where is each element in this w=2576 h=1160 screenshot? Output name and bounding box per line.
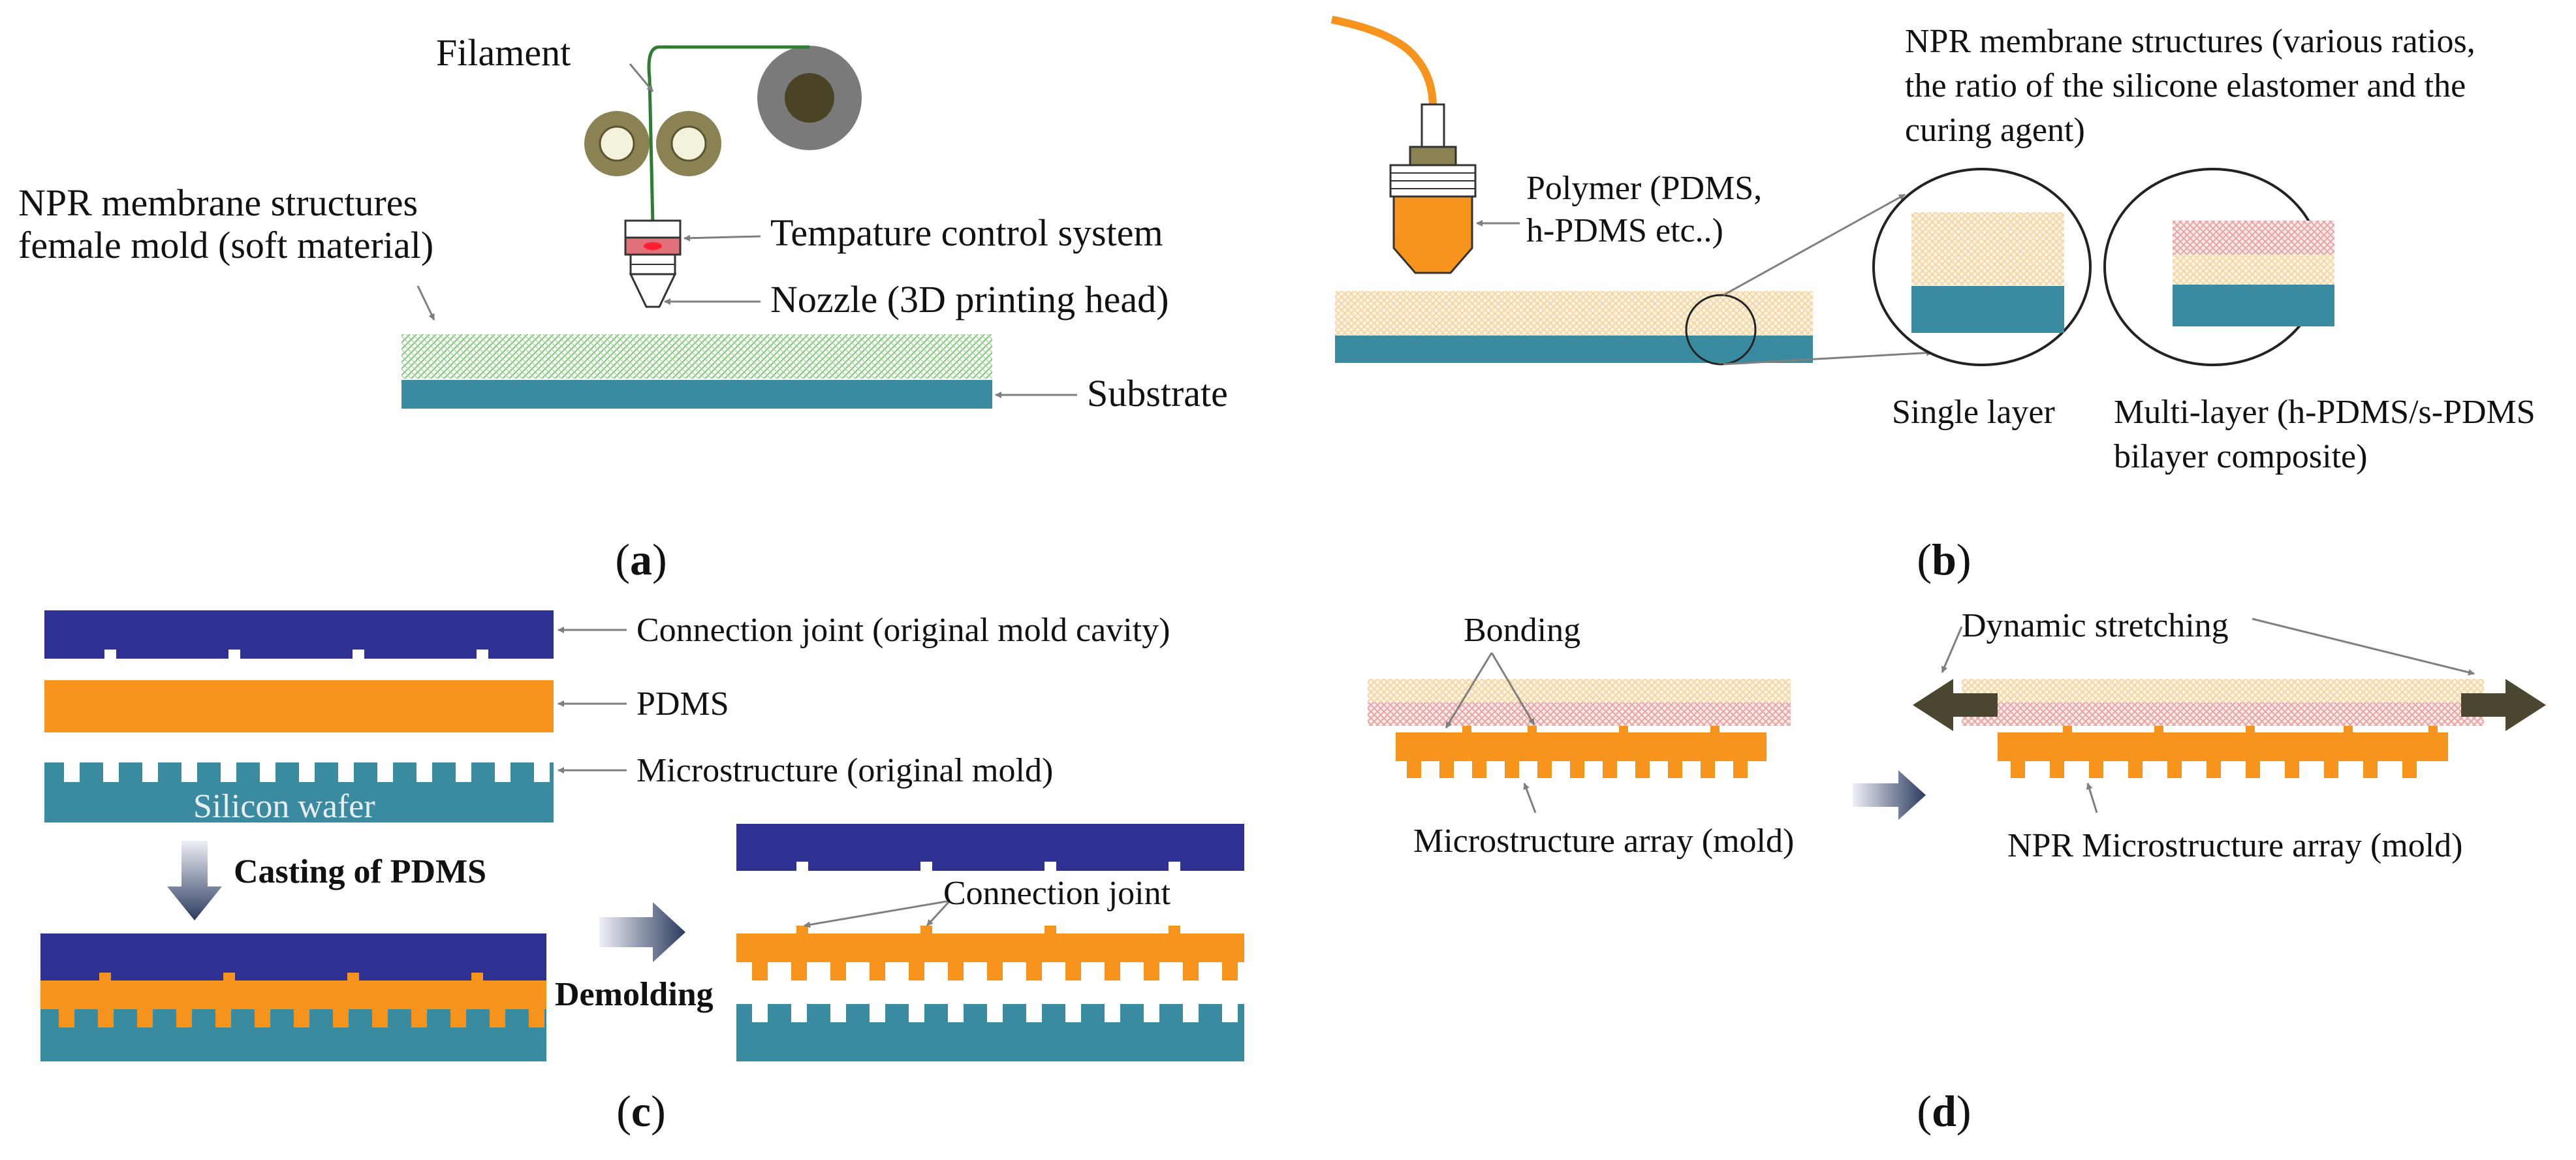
printhead-collar: [1409, 146, 1457, 166]
bonding-label: Bonding: [1464, 612, 1580, 649]
connection-joint-orig-label: Connection joint (original mold cavity): [636, 612, 1170, 649]
substrate-layer-b: [1335, 336, 1813, 363]
printhead-body: [1392, 195, 1473, 274]
npr-array-label: NPR Microstructure array (mold): [2007, 827, 2462, 864]
panel-a-label: (a): [615, 535, 667, 584]
demolding-arrow: [599, 902, 685, 962]
wafer-slots: [64, 762, 550, 782]
microstructure-orig-label: Microstructure (original mold): [636, 752, 1053, 789]
title-line1: NPR membrane structures (various ratios,: [1905, 23, 2475, 60]
spool-core: [785, 73, 834, 123]
zoom-circle: [1685, 294, 1757, 366]
substrate-layer: [401, 380, 992, 409]
stretched-beige-layer: [1962, 679, 2484, 702]
connection-joint-label: Connection joint: [943, 875, 1171, 912]
dynamic-stretching-label: Dynamic stretching: [1962, 607, 2229, 644]
microstructure-array-left: [1396, 732, 1767, 761]
multi-layer-line1: Multi-layer (h-PDMS/s-PDMS: [2114, 394, 2536, 431]
panel-a: Filament Tempature control system Nozzle…: [18, 31, 1228, 584]
mold-label-line2: female mold (soft material): [18, 224, 433, 266]
single-layer-label: Single layer: [1892, 394, 2055, 431]
panel-d-label: (d): [1917, 1086, 1971, 1136]
bonded-beige-layer: [1368, 679, 1791, 702]
panel-b-label: (b): [1917, 535, 1971, 584]
heater-block: [624, 219, 682, 239]
substrate-label: Substrate: [1087, 372, 1228, 415]
microstructure-array-label: Microstructure array (mold): [1413, 823, 1794, 860]
title-line2: the ratio of the silicone elastomer and …: [1905, 67, 2466, 104]
assembled-wafer: [40, 1009, 546, 1061]
casting-arrow: [167, 841, 222, 920]
bonded-pink-layer: [1368, 702, 1791, 726]
panel-b: Polymer (PDMS, h-PDMS etc..) NPR membran…: [1330, 16, 2536, 584]
transition-arrow: [1853, 770, 1926, 820]
demolded-pdms: [736, 933, 1244, 962]
microstructure-array-right: [1998, 732, 2448, 761]
feed-tube: [1330, 16, 1437, 108]
pdms-label: PDMS: [636, 685, 729, 723]
connection-joint-mold: [44, 610, 554, 659]
mold-label-line1: NPR membrane structures: [18, 181, 418, 224]
filament-label: Filament: [436, 31, 571, 74]
pdms-layer: [44, 680, 554, 732]
stretch-arrow-right: [2461, 679, 2546, 731]
mold-layer: [401, 334, 992, 379]
joint-cavities: [104, 650, 488, 659]
casting-label: Casting of PDMS: [234, 853, 486, 890]
multi-layer-line2: bilayer composite): [2114, 438, 2367, 475]
demolded-joint: [736, 824, 1244, 871]
panel-c: Silicon wafer Connection joint (original…: [40, 610, 1244, 1136]
assembled-pdms: [40, 980, 546, 1009]
nozzle-label: Nozzle (3D printing head): [770, 278, 1169, 321]
polymer-label-line2: h-PDMS etc..): [1526, 212, 1723, 249]
filament-line: [647, 45, 809, 226]
title-line3: curing agent): [1905, 112, 2085, 149]
filament-arrow: [629, 63, 654, 92]
nozzle-tip: [629, 273, 677, 308]
panel-d: Bonding Microstructure array (mold): [1368, 607, 2546, 1136]
demolding-label: Demolding: [555, 976, 714, 1013]
mold-arrow: [416, 285, 435, 321]
polymer-layer: [1335, 291, 1813, 336]
polymer-label-line1: Polymer (PDMS,: [1526, 170, 1762, 207]
silicon-wafer-label: Silicon wafer: [193, 788, 375, 825]
assembled-joint: [40, 933, 546, 980]
panel-c-label: (c): [616, 1086, 666, 1136]
temp-arrow: [683, 234, 761, 242]
stretched-pink-layer: [1962, 702, 2484, 726]
temp-control-label: Tempature control system: [770, 212, 1163, 254]
stretch-arrow-left: [1913, 679, 1998, 731]
